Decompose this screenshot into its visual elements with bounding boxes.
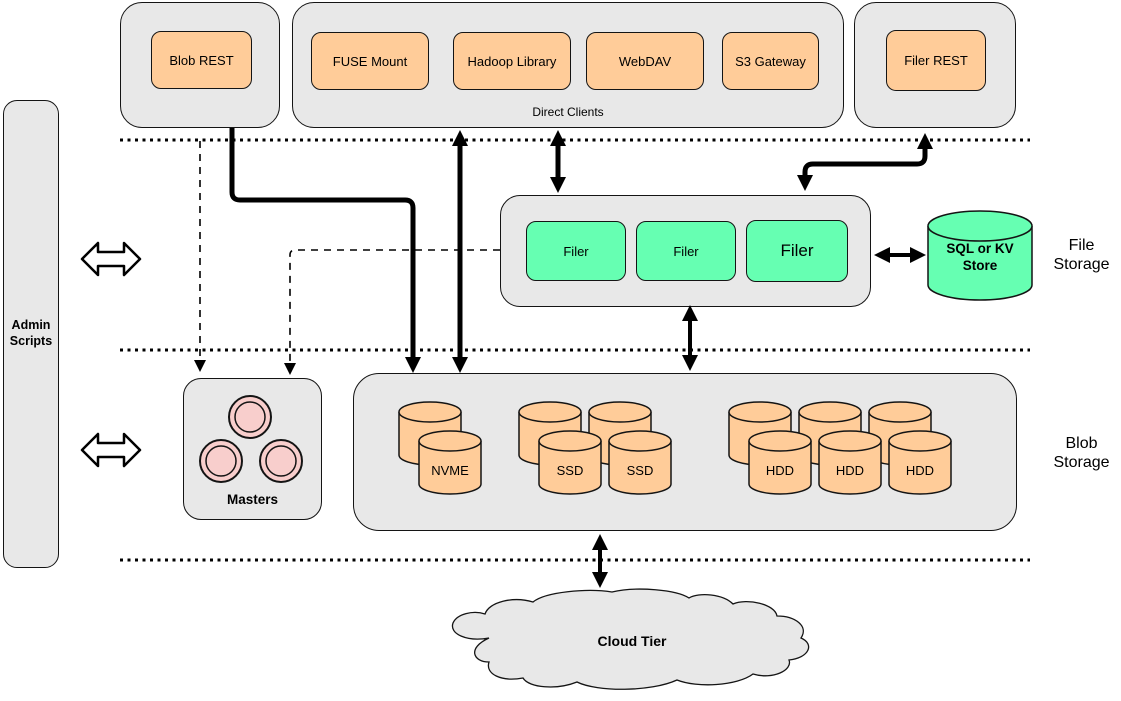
client-webdav: WebDAV	[586, 32, 704, 90]
s3-gateway-label: S3 Gateway	[735, 53, 806, 69]
blob-rest-to-masters-connector	[194, 141, 206, 372]
filer-to-store-connector	[874, 247, 926, 263]
client-s3-gateway: S3 Gateway	[722, 32, 819, 90]
direct-clients-to-blob-storage-connector	[452, 130, 468, 373]
filer-rest-to-filer-connector	[797, 133, 933, 191]
client-fuse-mount: FUSE Mount	[311, 32, 429, 90]
masters-caption: Masters	[226, 492, 279, 507]
file-storage-tier-label: File Storage	[1042, 237, 1121, 275]
blob-rest-group: Blob REST	[120, 2, 280, 128]
nvme-volume-label: NVME	[431, 463, 469, 478]
filer-rest-group: Filer REST	[854, 2, 1016, 128]
filer-label-2: Filer	[673, 243, 699, 259]
filer-node-3: Filer	[746, 220, 848, 282]
client-hadoop-library: Hadoop Library	[453, 32, 571, 90]
direct-clients-to-filer-connector	[550, 130, 566, 193]
blob-storage-tier-line2: Storage	[1053, 453, 1110, 471]
admin-label-line1: Admin	[11, 318, 51, 333]
masters-group: Masters	[183, 378, 322, 520]
filer-to-blob-storage-connector	[682, 305, 698, 371]
filer-node-1: Filer	[526, 221, 626, 281]
blob-storage-group	[353, 373, 1017, 531]
file-storage-tier-line1: File	[1068, 237, 1095, 254]
file-storage-tier-line2: Storage	[1053, 255, 1110, 273]
ssd-volume-label: SSD	[626, 463, 654, 478]
blob-storage-tier-label: Blob Storage	[1042, 435, 1121, 473]
blob-storage-tier-line1: Blob	[1065, 435, 1098, 452]
filer-to-masters-connector	[284, 249, 500, 375]
blob-storage-to-cloud-connector	[592, 534, 608, 588]
admin-label-line2: Scripts	[9, 334, 53, 348]
admin-scripts-panel: Admin Scripts	[3, 100, 59, 568]
blob-rest-to-blob-storage-connector	[229, 128, 421, 373]
filer-cluster-group: Filer Filer Filer	[500, 195, 871, 307]
blob-rest-label: Blob REST	[169, 52, 234, 68]
ssd-volume-label: SSD	[556, 463, 584, 478]
filer-node-2: Filer	[636, 221, 736, 281]
hdd-volume-label: HDD	[835, 463, 865, 478]
hdd-volume-label: HDD	[905, 463, 935, 478]
filer-label-1: Filer	[563, 243, 589, 259]
webdav-label: WebDAV	[618, 53, 672, 69]
direct-clients-caption: Direct Clients	[532, 105, 604, 119]
fuse-mount-label: FUSE Mount	[332, 53, 408, 69]
admin-blob-storage-arrow-icon	[80, 432, 142, 468]
cloud-tier-label: Cloud Tier	[597, 633, 667, 649]
filer-label-3: Filer	[780, 241, 814, 260]
filer-rest-client: Filer REST	[886, 30, 986, 91]
filer-rest-label: Filer REST	[904, 53, 968, 68]
sql-kv-store-label: SQL or KV Store	[946, 241, 1014, 273]
admin-file-storage-arrow-icon	[80, 241, 142, 277]
hadoop-library-label: Hadoop Library	[467, 53, 557, 69]
direct-clients-group: FUSE Mount Hadoop Library WebDAV S3 Gate…	[292, 2, 844, 128]
blob-rest-client: Blob REST	[151, 31, 252, 89]
hdd-volume-label: HDD	[765, 463, 795, 478]
